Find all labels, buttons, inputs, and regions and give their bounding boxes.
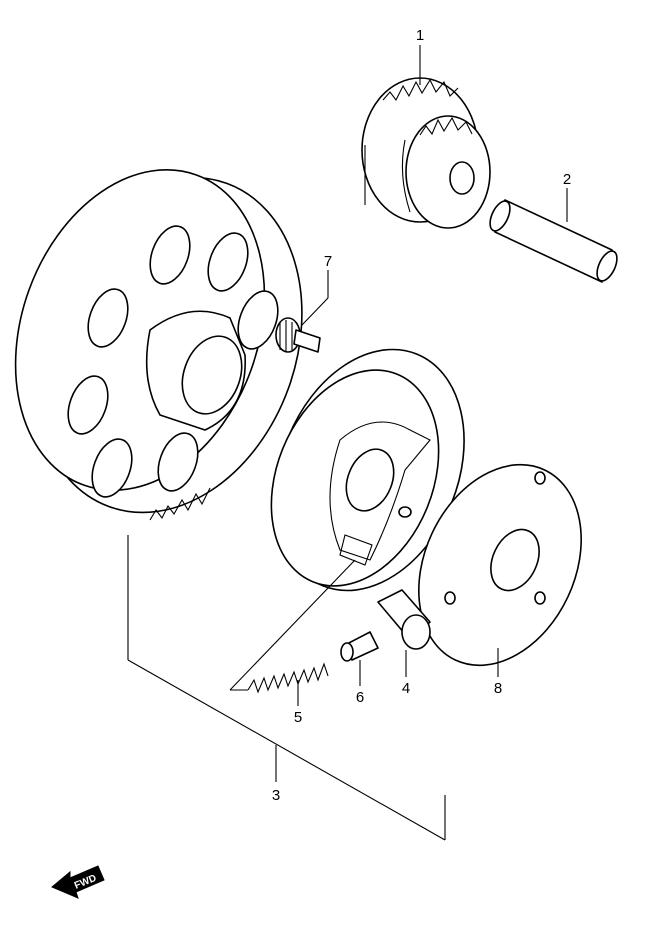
callout-1: 1 bbox=[416, 27, 424, 44]
washer-plate-part-8 bbox=[418, 463, 582, 667]
shaft-part-2 bbox=[489, 199, 618, 283]
idler-gear-part-1 bbox=[361, 77, 491, 229]
roller-part-4 bbox=[377, 589, 431, 650]
callout-8: 8 bbox=[494, 680, 502, 697]
callout-3: 3 bbox=[272, 787, 280, 804]
pin-part-6 bbox=[340, 631, 379, 662]
fwd-arrow-icon: FWD bbox=[51, 865, 105, 899]
callout-labels: 1 2 7 4 8 6 5 3 bbox=[272, 27, 571, 804]
clutch-gear-part-3 bbox=[14, 168, 303, 521]
callout-7: 7 bbox=[324, 253, 332, 270]
callout-6: 6 bbox=[356, 689, 364, 706]
callout-5: 5 bbox=[294, 709, 302, 726]
leader-lines bbox=[127, 45, 568, 841]
callout-4: 4 bbox=[402, 680, 410, 697]
callout-2: 2 bbox=[563, 171, 571, 188]
spring-part-5 bbox=[247, 662, 329, 694]
bolt-part-7 bbox=[275, 317, 321, 353]
clutch-housing bbox=[270, 348, 465, 592]
